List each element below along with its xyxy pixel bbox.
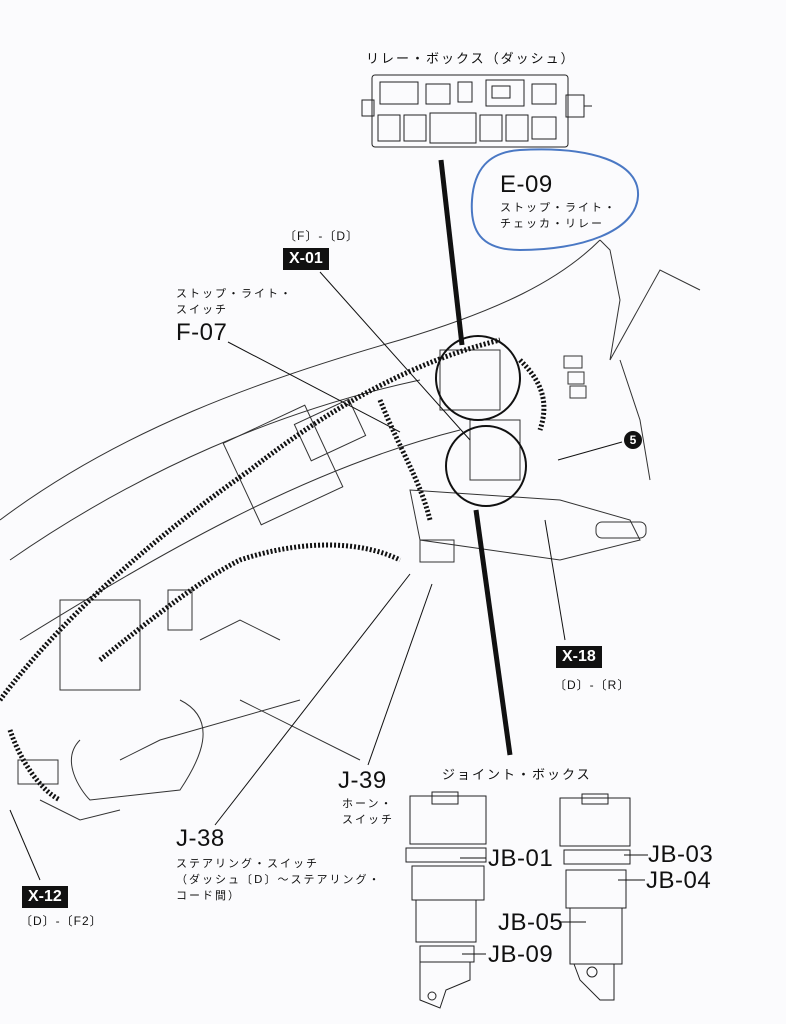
relay-name-line2: チェッカ・リレー bbox=[500, 217, 604, 230]
jb-leader-lines bbox=[460, 854, 648, 955]
j39-name-line1: ホーン・ bbox=[342, 797, 394, 810]
jb05-label: JB-05 bbox=[498, 909, 564, 936]
j39-code: J-39 bbox=[338, 767, 387, 794]
dashboard-outline bbox=[0, 239, 701, 821]
blue-annotation-circle bbox=[470, 148, 640, 252]
j38-name-line1: ステアリング・スイッチ bbox=[176, 857, 319, 870]
relay-box-title: リレー・ボックス（ダッシュ） bbox=[366, 52, 576, 67]
j38-name-line2: （ダッシュ〔D〕～ステアリング・ bbox=[176, 873, 382, 886]
jb03-label: JB-03 bbox=[648, 841, 714, 868]
leader-lines bbox=[9, 271, 623, 881]
joint-box-title: ジョイント・ボックス bbox=[442, 768, 592, 783]
f07-code: F-07 bbox=[176, 319, 228, 346]
x18-code: X-18 bbox=[556, 646, 602, 668]
relay-name-line1: ストップ・ライト・ bbox=[500, 201, 617, 214]
wire-harness bbox=[0, 337, 547, 803]
f07-name-line2: スイッチ bbox=[176, 303, 228, 316]
j39-name-line2: スイッチ bbox=[342, 813, 394, 826]
joint-box-left-drawing bbox=[405, 791, 487, 1009]
x12-code: X-12 bbox=[22, 886, 68, 908]
jb09-label: JB-09 bbox=[488, 941, 554, 968]
j38-code: J-38 bbox=[176, 825, 225, 852]
x01-range: 〔F〕-〔D〕 bbox=[284, 229, 359, 243]
highlight-circles bbox=[435, 335, 527, 507]
relay-box-drawing bbox=[361, 74, 592, 148]
relay-code-e09: E-09 bbox=[500, 171, 553, 198]
jb01-label: JB-01 bbox=[488, 845, 554, 872]
joint-box-right-drawing bbox=[559, 793, 631, 1001]
x12-range: 〔D〕-〔F2〕 bbox=[20, 914, 103, 928]
pointer-lines bbox=[438, 159, 513, 756]
f07-name-line1: ストップ・ライト・ bbox=[176, 287, 293, 300]
jb04-label: JB-04 bbox=[646, 867, 712, 894]
j38-name-line3: コード間） bbox=[176, 889, 241, 902]
ground-point-badge: 5 bbox=[624, 431, 642, 449]
x18-range: 〔D〕-〔R〕 bbox=[554, 678, 631, 692]
x01-code: X-01 bbox=[283, 248, 329, 270]
